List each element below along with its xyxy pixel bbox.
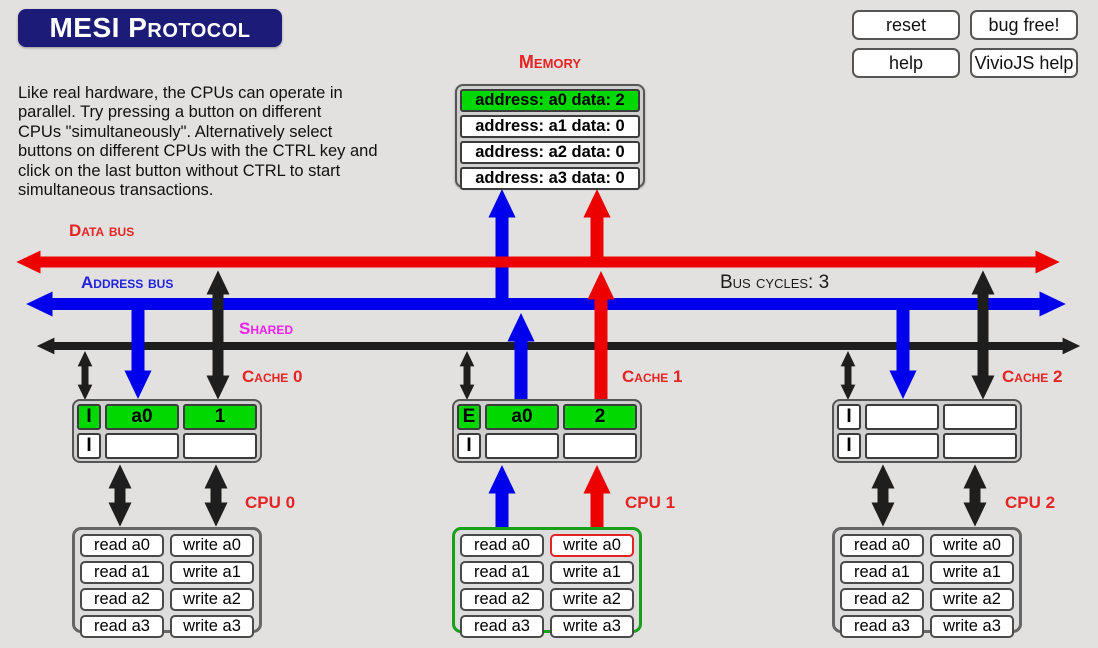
memory-label: Memory [518,52,582,72]
cpu2-write-a3-button[interactable]: write a3 [930,615,1014,638]
cache-state-cell: I [837,404,861,430]
cache-tag-cell [105,433,179,459]
cache-tag-cell [865,404,939,430]
data-bus-label: Data bus [69,221,135,240]
cpu1-write-a2-button[interactable]: write a2 [550,588,634,611]
cache-tag-cell: a0 [485,404,559,430]
cpu0-read-a3-button[interactable]: read a3 [80,615,164,638]
cache-2-box: I I [832,399,1022,463]
cache-data-cell [943,433,1017,459]
cpu0-write-a0-button[interactable]: write a0 [170,534,254,557]
help-button[interactable]: help [852,48,960,78]
viviojs-help-button[interactable]: VivioJS help [970,48,1078,78]
cache-tag-cell: a0 [105,404,179,430]
bus-cycles-counter: Bus cycles: 3 [720,272,830,293]
memory-row: address: a1 data: 0 [460,115,640,138]
cache-state-cell: I [77,433,101,459]
bug-free-button[interactable]: bug free! [970,10,1078,40]
cpu-1-panel: read a0 write a0 read a1 write a1 read a… [452,527,642,638]
cpu1-read-a2-button[interactable]: read a2 [460,588,544,611]
cpu-0-panel: read a0 write a0 read a1 write a1 read a… [72,527,262,638]
cache-0-box: I a0 1 I [72,399,262,463]
cache-state-cell: I [77,404,101,430]
reset-button[interactable]: reset [852,10,960,40]
cpu2-read-a2-button[interactable]: read a2 [840,588,924,611]
shared-bus-label: Shared [239,319,294,338]
cpu-2-panel: read a0 write a0 read a1 write a1 read a… [832,527,1022,638]
cache-state-cell: I [837,433,861,459]
cpu1-read-a3-button[interactable]: read a3 [460,615,544,638]
description-text: Like real hardware, the CPUs can operate… [18,84,378,200]
cpu1-write-a3-button[interactable]: write a3 [550,615,634,638]
cpu0-write-a1-button[interactable]: write a1 [170,561,254,584]
address-bus-label: Address bus [81,273,174,292]
memory-box: address: a0 data: 2 address: a1 data: 0 … [455,84,645,190]
cache-line: I [77,433,257,459]
cache-line: I [837,433,1017,459]
cpu-2-label: CPU 2 [1005,493,1056,512]
cpu-0-label: CPU 0 [245,493,296,512]
cache-state-cell: I [457,433,481,459]
cpu2-write-a2-button[interactable]: write a2 [930,588,1014,611]
cache-1-label: Cache 1 [622,367,683,386]
cpu1-write-a1-button[interactable]: write a1 [550,561,634,584]
memory-row: address: a2 data: 0 [460,141,640,164]
cpu2-write-a1-button[interactable]: write a1 [930,561,1014,584]
cache-data-cell [563,433,637,459]
cache-2-label: Cache 2 [1002,367,1063,386]
cpu-1-label: CPU 1 [625,493,676,512]
cache-data-cell [183,433,257,459]
cpu0-write-a3-button[interactable]: write a3 [170,615,254,638]
cache-line: I a0 1 [77,404,257,430]
cache-line: I [837,404,1017,430]
cache-0-label: Cache 0 [242,367,303,386]
memory-row: address: a0 data: 2 [460,89,640,112]
cpu0-read-a0-button[interactable]: read a0 [80,534,164,557]
cpu1-read-a1-button[interactable]: read a1 [460,561,544,584]
cache-line: E a0 2 [457,404,637,430]
cache-state-cell: E [457,404,481,430]
memory-row: address: a3 data: 0 [460,167,640,190]
cpu0-write-a2-button[interactable]: write a2 [170,588,254,611]
cpu0-read-a1-button[interactable]: read a1 [80,561,164,584]
cpu2-write-a0-button[interactable]: write a0 [930,534,1014,557]
cpu2-read-a0-button[interactable]: read a0 [840,534,924,557]
cache-data-cell: 2 [563,404,637,430]
cpu1-write-a0-button[interactable]: write a0 [550,534,634,557]
cache-1-box: E a0 2 I [452,399,642,463]
cache-data-cell: 1 [183,404,257,430]
cpu2-read-a3-button[interactable]: read a3 [840,615,924,638]
cache-line: I [457,433,637,459]
cache-tag-cell [865,433,939,459]
cpu1-read-a0-button[interactable]: read a0 [460,534,544,557]
cache-tag-cell [485,433,559,459]
cpu2-read-a1-button[interactable]: read a1 [840,561,924,584]
cache-data-cell [943,404,1017,430]
page-title: MESI Protocol [18,9,282,47]
cpu0-read-a2-button[interactable]: read a2 [80,588,164,611]
